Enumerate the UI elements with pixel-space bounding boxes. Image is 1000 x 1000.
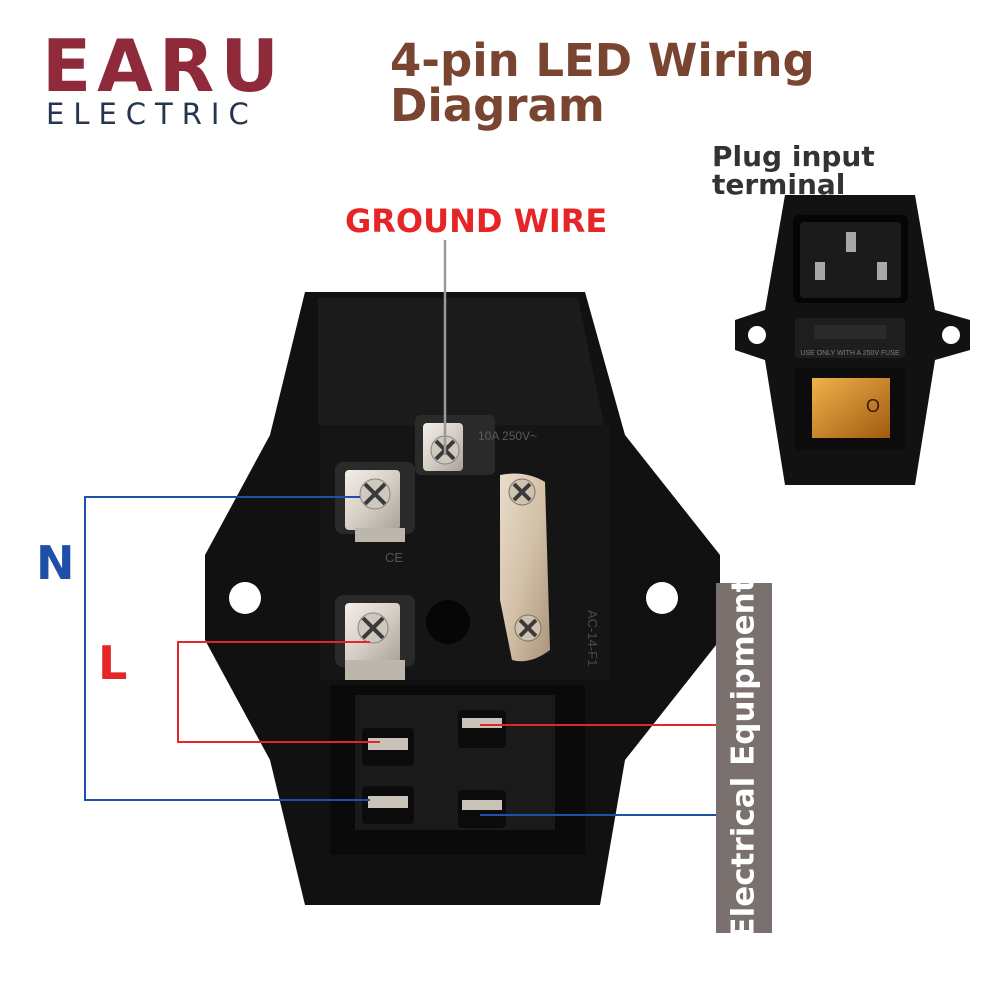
brand-logo: EARU: [42, 24, 285, 108]
mount-hole-left: [229, 582, 261, 614]
fuse-bridge: [500, 473, 550, 662]
neutral-label: N: [36, 536, 75, 590]
cert-marking: CE: [385, 550, 403, 565]
equipment-box: [716, 583, 772, 933]
brand-tagline: ELECTRIC: [46, 97, 258, 131]
plug-input-label: Plug input terminal: [712, 140, 875, 201]
ground-wire-label: GROUND WIRE: [345, 202, 608, 240]
neutral-terminal: [335, 462, 415, 542]
model-marking: AC-14-F1: [585, 610, 600, 666]
switch-pins: [362, 710, 506, 828]
fuse-text: USE ONLY WITH A 250V FUSE: [800, 350, 900, 357]
rating-marking: 10A 250V~: [478, 429, 537, 443]
page-title: 4-pin LED Wiring Diagram: [390, 34, 815, 132]
live-wire: [177, 641, 380, 743]
live-terminal: [335, 595, 415, 680]
neutral-wire: [84, 496, 370, 801]
equipment-label: Electrical Equipment: [725, 577, 762, 939]
ground-terminal: [415, 415, 495, 475]
switch-symbol: O: [866, 396, 880, 416]
plug-inset: USE ONLY WITH A 250V FUSE O: [735, 195, 970, 485]
mount-hole-right: [646, 582, 678, 614]
live-label: L: [98, 636, 128, 690]
